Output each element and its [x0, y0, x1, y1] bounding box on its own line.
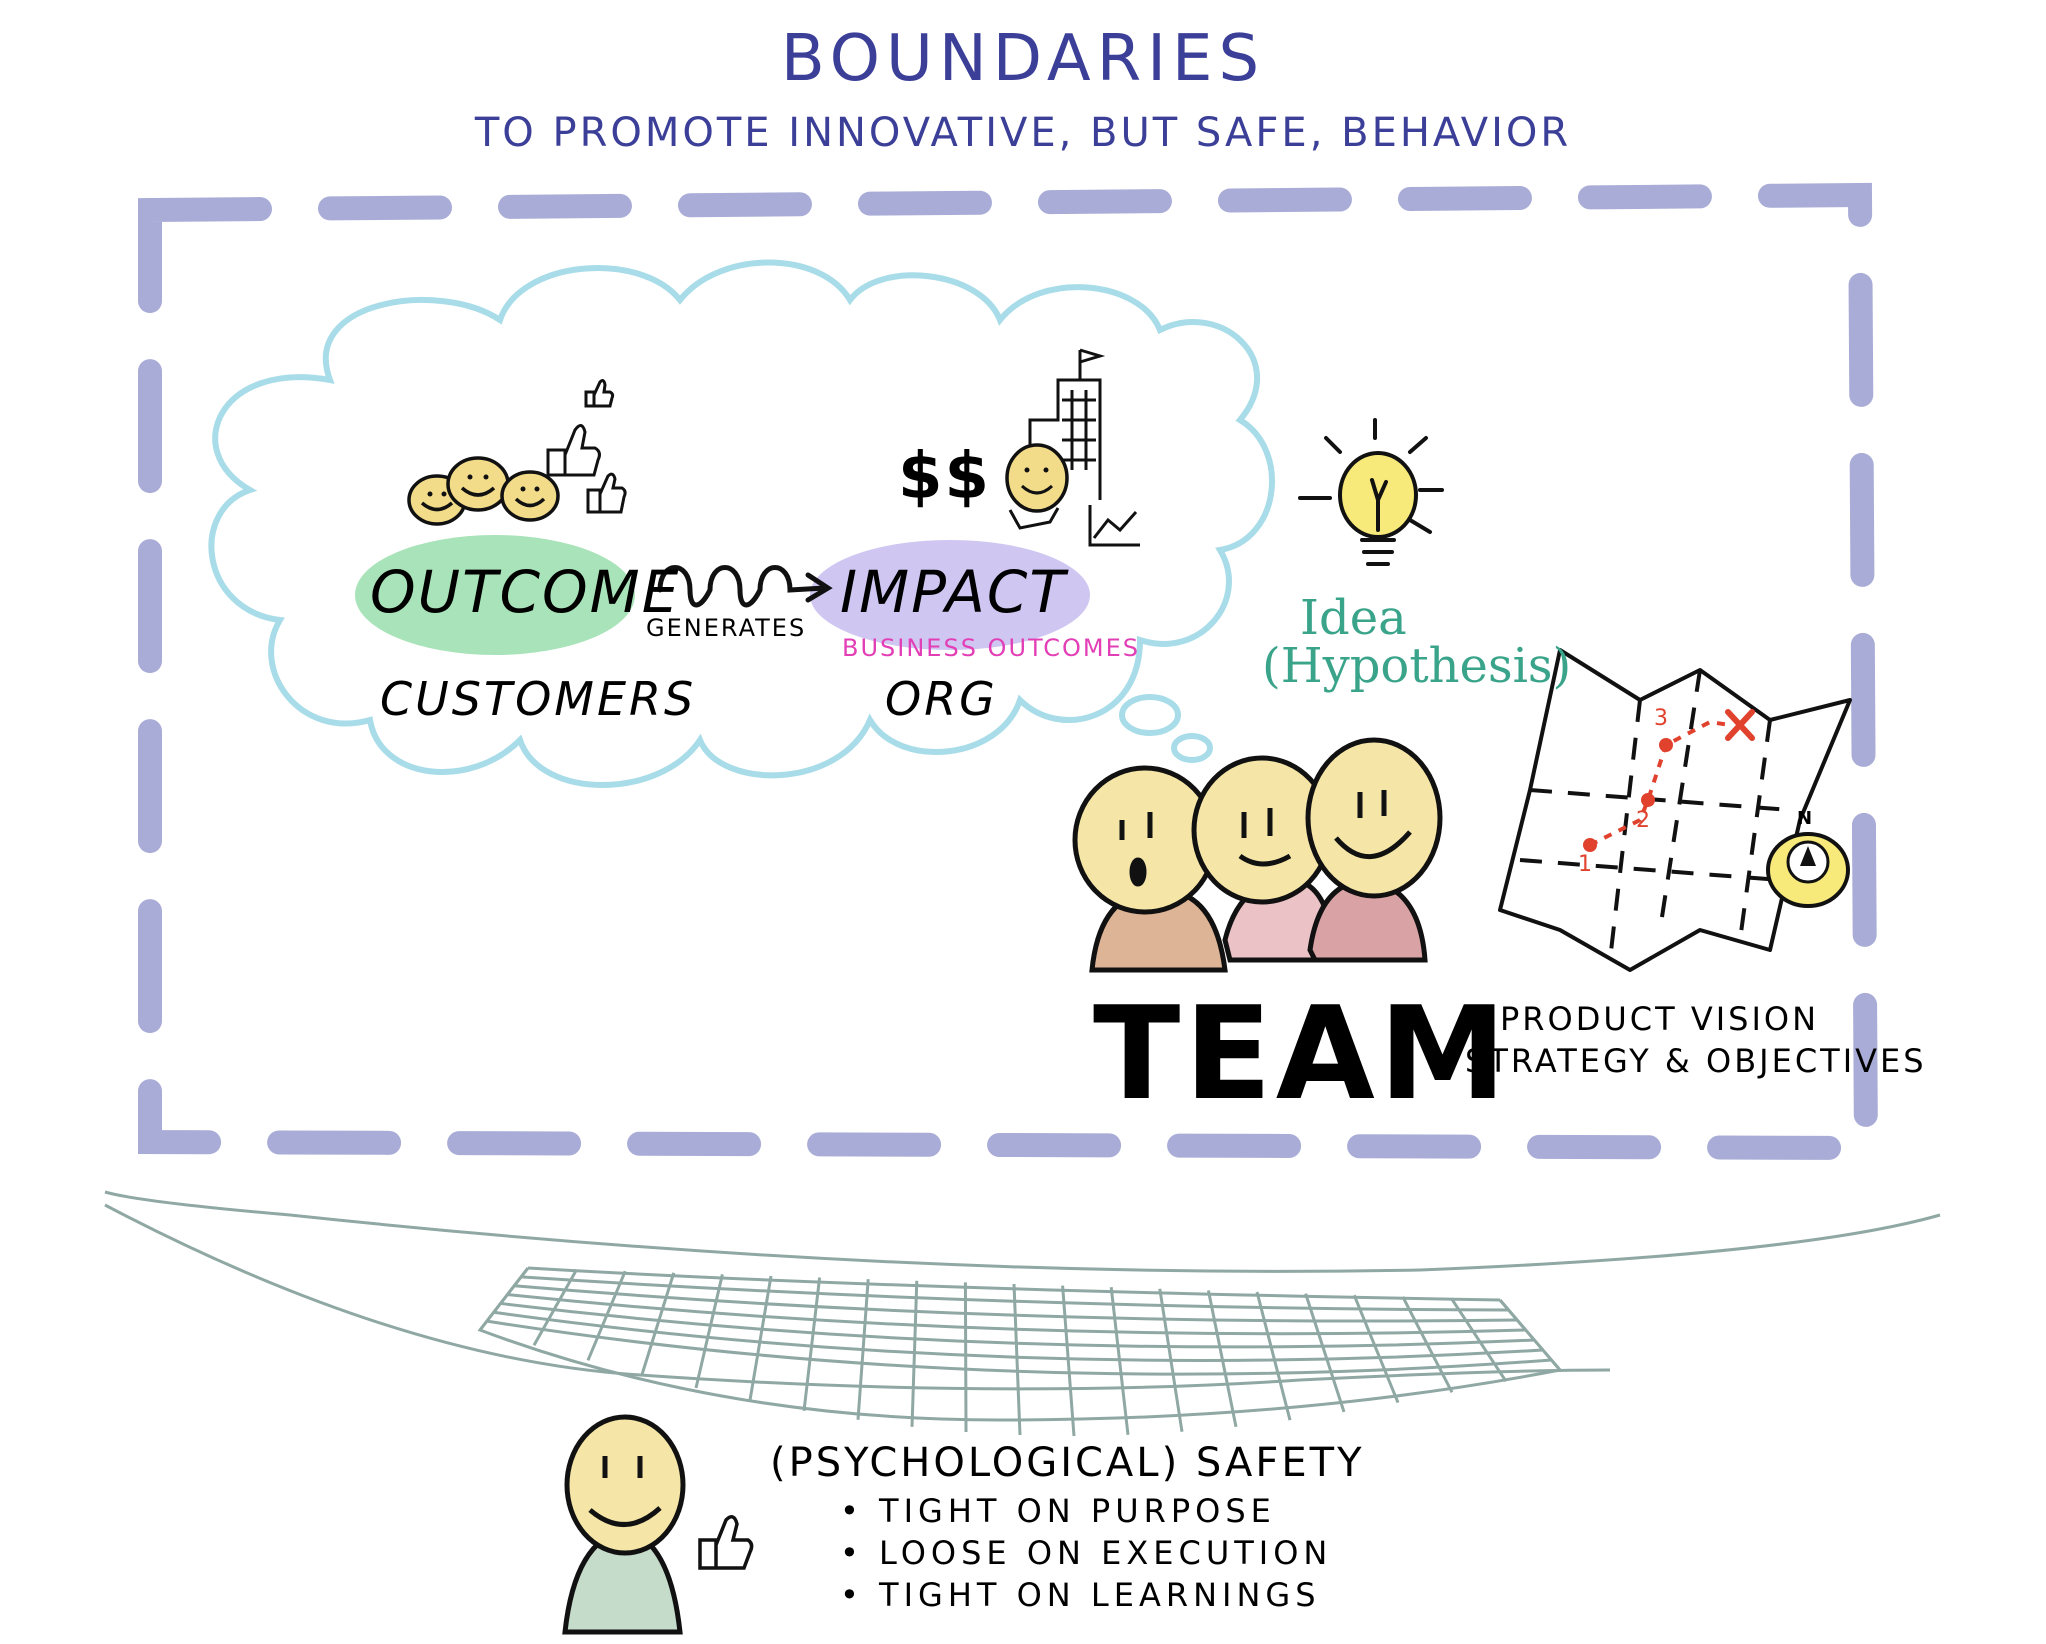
safety-net-illustration: [104, 1190, 1941, 1437]
net-mesh-line: [748, 1275, 773, 1401]
map-destination-x-icon: [1725, 709, 1755, 741]
generates-arrowhead-icon: [805, 572, 833, 603]
money-symbol: $$: [898, 440, 992, 514]
safety-bullet-text: TIGHT ON PURPOSE: [879, 1492, 1276, 1530]
lightbulb-icon: [1298, 418, 1444, 566]
page-subtitle: TO PROMOTE INNOVATIVE, BUT SAFE, BEHAVIO…: [474, 110, 1572, 156]
smiley-icon: [500, 470, 560, 522]
generates-label: GENERATES: [646, 614, 807, 642]
org-smiley-icon: [1005, 443, 1069, 530]
net-mesh-line: [1498, 1299, 1562, 1371]
thought-cloud-bubble-1: [1119, 694, 1181, 736]
net-mesh-line: [478, 1267, 530, 1331]
net-mesh-line: [1352, 1294, 1400, 1404]
safety-title: (PSYCHOLOGICAL) SAFETY: [770, 1440, 1365, 1486]
team-people-illustration: [1072, 737, 1443, 973]
net-mesh-line: [1304, 1293, 1346, 1413]
outcome-highlight-blob: [355, 535, 635, 655]
net-mesh-line: [1255, 1291, 1292, 1421]
org-label: ORG: [885, 672, 998, 726]
map-route-points: [1583, 738, 1673, 852]
safety-bullet-list: • TIGHT ON PURPOSE • LOOSE ON EXECUTION …: [840, 1492, 1332, 1614]
generates-arrow-icon: [657, 565, 828, 608]
safety-bullet-text: TIGHT ON LEARNINGS: [879, 1576, 1321, 1614]
net-mesh-line: [500, 1301, 1535, 1349]
map-point-2-label: 2: [1636, 808, 1650, 833]
thought-cloud-bubble-2: [1171, 733, 1213, 763]
net-mesh-line: [507, 1293, 1526, 1336]
safety-person-illustration: [562, 1414, 686, 1635]
safety-thumbs-up-icon: [698, 1515, 754, 1570]
net-mesh-line: [1450, 1297, 1508, 1383]
smiley-icon: [446, 456, 510, 512]
product-vision-label: PRODUCT VISION: [1500, 1000, 1820, 1038]
impact-highlight-blob: [810, 540, 1090, 650]
thumbs-up-icon: [546, 424, 601, 477]
page-title: BOUNDARIES: [780, 22, 1266, 96]
net-mesh-line: [486, 1319, 1552, 1376]
hypothesis-label: (Hypothesis): [1262, 638, 1572, 694]
net-mesh-line: [521, 1275, 1509, 1312]
map-point-3-label: 3: [1654, 706, 1668, 731]
net-mesh-line: [1012, 1283, 1022, 1436]
safety-bullet-item: • TIGHT ON PURPOSE: [840, 1492, 1276, 1530]
treasure-map-icon: [1498, 648, 1852, 972]
safety-bullet-text: LOOSE ON EXECUTION: [879, 1534, 1333, 1572]
net-mesh-line: [963, 1282, 968, 1432]
compass-icon: [1766, 832, 1850, 908]
thumbs-up-icons: [546, 379, 627, 514]
strategy-objectives-label: STRATEGY & OBJECTIVES: [1465, 1042, 1927, 1080]
thumbs-up-icon: [586, 472, 627, 514]
safety-bullet-item: • LOOSE ON EXECUTION: [840, 1534, 1333, 1572]
net-mesh-line: [1206, 1290, 1238, 1428]
thumbs-up-icon: [584, 379, 615, 408]
team-label: TEAM: [1093, 980, 1511, 1129]
net-mesh-line: [1061, 1285, 1076, 1437]
customers-label: CUSTOMERS: [380, 672, 697, 726]
outcome-label: OUTCOME: [370, 558, 681, 626]
net-rope-bottom: [104, 1203, 1611, 1391]
safety-bullet-item: • TIGHT ON LEARNINGS: [840, 1576, 1321, 1614]
net-mesh-lines: [478, 1267, 1562, 1437]
team-member-head: [1305, 737, 1443, 899]
org-growth-chart-icon: [1088, 505, 1140, 547]
safety-person-head: [564, 1414, 686, 1556]
org-building-icon: [1028, 348, 1106, 500]
net-mesh-line: [802, 1277, 822, 1411]
net-mesh-top-edge: [527, 1266, 1501, 1302]
net-mesh-outline: [477, 1267, 1563, 1422]
net-mesh-line: [694, 1274, 724, 1389]
map-point-1-label: 1: [1578, 852, 1592, 877]
compass-north-label: N: [1797, 808, 1813, 829]
impact-label: IMPACT: [840, 558, 1067, 626]
net-rope-top: [104, 1190, 1941, 1273]
customer-smileys-icon: [407, 456, 560, 526]
business-outcomes-label: BUSINESS OUTCOMES: [842, 634, 1141, 662]
net-mesh-line: [493, 1310, 1543, 1362]
idea-label: Idea: [1300, 590, 1407, 646]
net-mesh-line: [514, 1284, 1518, 1323]
net-mesh-line: [640, 1272, 676, 1376]
net-mesh-line: [532, 1268, 578, 1347]
boundary-dashed-frame: [138, 182, 1879, 1161]
